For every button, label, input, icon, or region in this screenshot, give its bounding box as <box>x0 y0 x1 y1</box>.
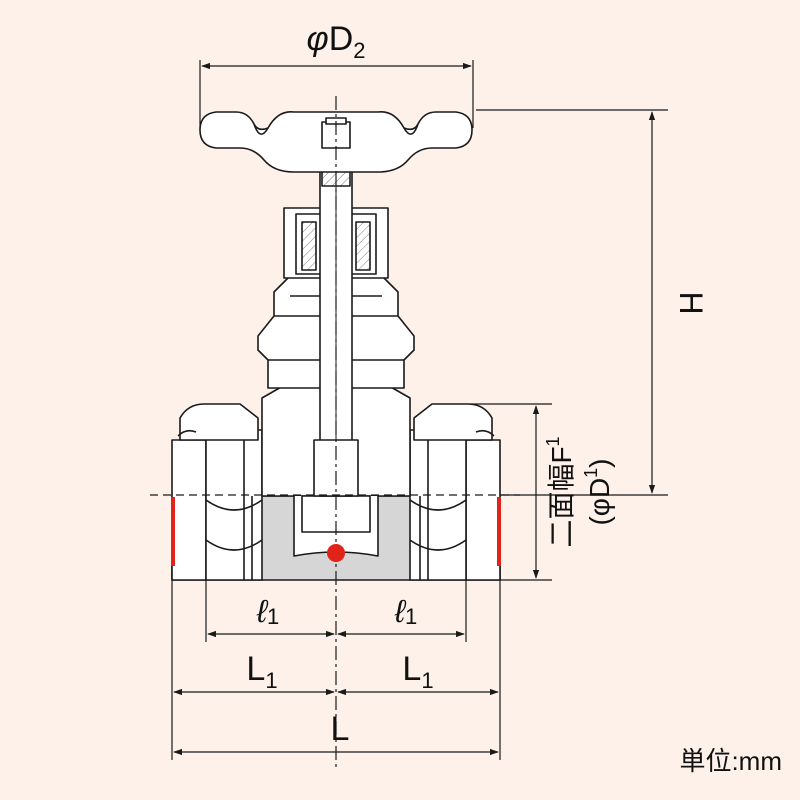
red-center-dot <box>327 544 345 562</box>
label-l-small-right-sub: 1 <box>405 604 417 629</box>
right-end-cap <box>465 439 501 581</box>
label-l1-left-main: L <box>246 650 265 688</box>
dimensions <box>171 60 668 760</box>
label-d2: φD2 <box>307 20 366 63</box>
svg-text:二面幅F1: 二面幅F1 <box>543 436 577 547</box>
label-d2-sub: 2 <box>353 38 365 63</box>
packing-right <box>355 221 371 271</box>
label-l-small-right: ℓ1 <box>394 593 418 629</box>
left-end-cap <box>171 439 207 581</box>
label-l1-left: L1 <box>246 650 277 693</box>
label-l-small-right-main: ℓ <box>394 593 407 629</box>
label-l1-right-sub: 1 <box>421 668 433 693</box>
label-d1-sub: 1 <box>581 468 601 478</box>
label-l-small-left-main: ℓ <box>256 593 269 629</box>
left-union-nut <box>205 429 263 581</box>
label-f1-d1: 二面幅F1 (φD1) <box>543 436 615 547</box>
packing-left <box>301 221 317 271</box>
right-nut-head <box>413 403 493 441</box>
right-union-nut <box>409 429 467 581</box>
label-d2-main: D <box>329 20 354 58</box>
label-h: H <box>673 291 709 314</box>
unit-label: 単位:mm <box>679 746 782 776</box>
label-l1-right-main: L <box>402 650 421 688</box>
label-l: L <box>331 710 350 748</box>
label-l1-left-sub: 1 <box>265 668 277 693</box>
label-d1-close: ) <box>584 458 615 467</box>
label-f1-sub: 1 <box>543 436 563 446</box>
label-l-small-left-sub: 1 <box>267 604 279 629</box>
label-d2-phi: φ <box>307 20 329 58</box>
label-l1-right: L1 <box>402 650 433 693</box>
svg-text:(φD1): (φD1) <box>581 458 615 525</box>
label-l-small-left: ℓ1 <box>256 593 280 629</box>
label-f1-main: 二面幅F <box>546 446 577 547</box>
label-d1-open: (φD <box>584 478 615 526</box>
left-nut-head <box>179 403 259 441</box>
